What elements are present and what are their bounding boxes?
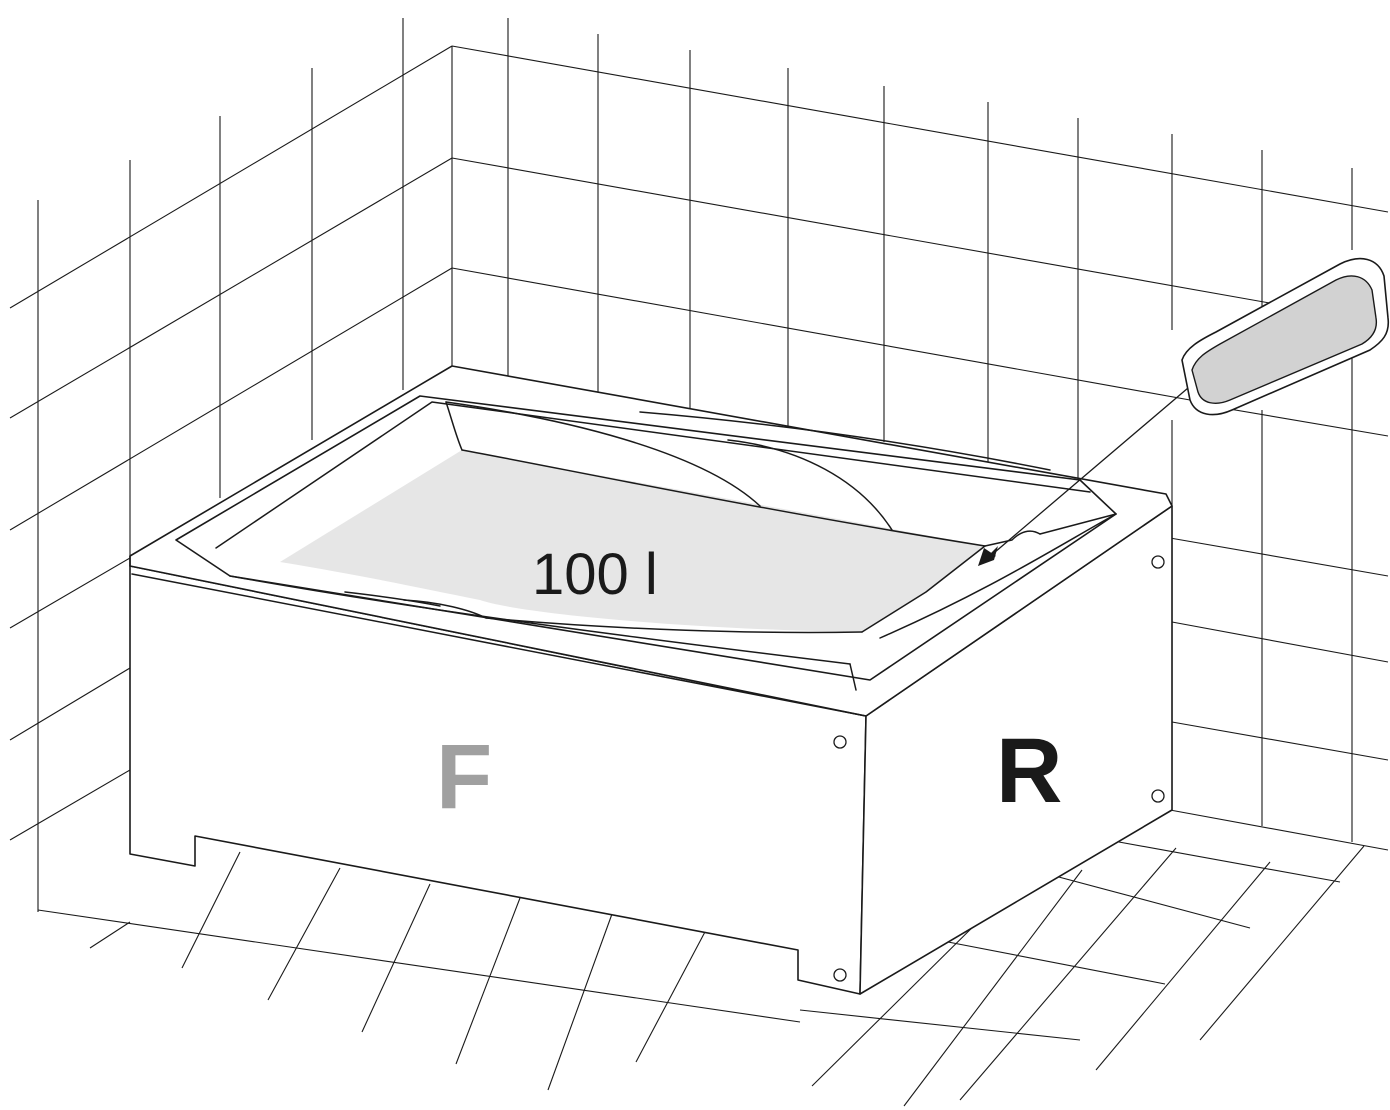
screw-icon [1151, 789, 1165, 803]
water-surface [280, 450, 985, 632]
bathtub [129, 365, 1173, 995]
bath-headrest-pillow-icon [1181, 257, 1390, 416]
screw-icon [833, 735, 847, 749]
tub-contours [344, 401, 1117, 634]
tile-grid [9, 18, 1389, 1107]
screw-holes [833, 555, 1165, 982]
screw-icon [1151, 555, 1165, 569]
arrow-pointer-icon [978, 387, 1189, 566]
volume-label: 100 l [532, 542, 658, 607]
screw-icon [833, 968, 847, 982]
rear-label: R [996, 720, 1062, 822]
front-label: F [436, 726, 492, 828]
